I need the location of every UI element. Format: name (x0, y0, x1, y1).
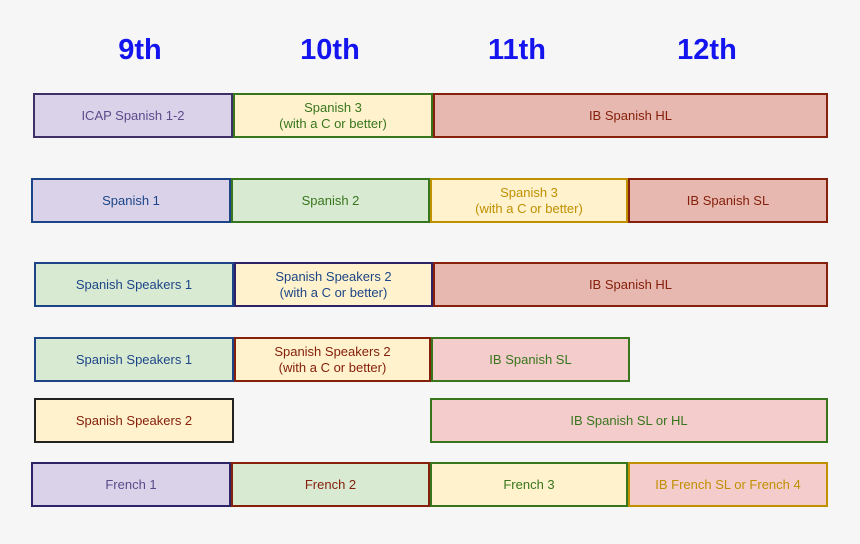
course-label: IB French SL or French 4 (655, 476, 801, 492)
course-box-spanish-3-row2: Spanish 3 (with a C or better) (430, 178, 628, 223)
course-label: Spanish 3 (500, 184, 558, 200)
course-box-icap-spanish-1-2: ICAP Spanish 1-2 (33, 93, 233, 138)
course-box-ib-spanish-sl-row2: IB Spanish SL (628, 178, 828, 223)
course-label: IB Spanish SL (686, 192, 770, 208)
course-label: IB Spanish HL (588, 276, 673, 292)
column-header-10th: 10th (300, 34, 360, 66)
course-label: Spanish Speakers 2 (275, 268, 392, 284)
column-header-11th: 11th (487, 34, 547, 66)
course-label: Spanish Speakers 1 (75, 351, 193, 367)
course-box-ib-french-sl-or-french-4: IB French SL or French 4 (628, 462, 828, 507)
course-box-spanish-speakers-2-row5: Spanish Speakers 2 (34, 398, 234, 443)
course-label: Spanish 1 (102, 192, 160, 208)
course-label: French 3 (503, 476, 555, 492)
course-label: Spanish Speakers 2 (274, 343, 391, 359)
course-box-ib-spanish-hl-row1: IB Spanish HL (433, 93, 828, 138)
course-label: Spanish Speakers 2 (75, 412, 193, 428)
course-label: ICAP Spanish 1-2 (81, 107, 185, 123)
course-box-spanish-speakers-2-row3: Spanish Speakers 2 (with a C or better) (234, 262, 433, 307)
course-box-french-3: French 3 (430, 462, 628, 507)
course-label: IB Spanish SL (489, 351, 572, 367)
course-sublabel: (with a C or better) (279, 284, 388, 300)
course-box-french-2: French 2 (231, 462, 430, 507)
course-box-spanish-1: Spanish 1 (31, 178, 231, 223)
course-box-ib-spanish-hl-row3: IB Spanish HL (433, 262, 828, 307)
course-label: Spanish 2 (301, 192, 360, 208)
course-sublabel: (with a C or better) (278, 359, 387, 375)
course-box-french-1: French 1 (31, 462, 231, 507)
column-header-9th: 9th (118, 34, 162, 66)
course-box-spanish-speakers-1-row4: Spanish Speakers 1 (34, 337, 234, 382)
course-sublabel: (with a C or better) (475, 200, 583, 216)
course-box-ib-spanish-sl-row4: IB Spanish SL (431, 337, 630, 382)
course-box-spanish-3-row1: Spanish 3 (with a C or better) (233, 93, 433, 138)
course-box-ib-spanish-sl-or-hl: IB Spanish SL or HL (430, 398, 828, 443)
course-label: IB Spanish HL (588, 107, 673, 123)
course-label: Spanish 3 (304, 99, 362, 115)
course-sublabel: (with a C or better) (279, 115, 387, 131)
course-box-spanish-speakers-2-row4: Spanish Speakers 2 (with a C or better) (234, 337, 431, 382)
course-label: IB Spanish SL or HL (570, 412, 688, 428)
course-label: French 2 (304, 476, 357, 492)
column-header-12th: 12th (677, 34, 737, 66)
course-label: French 1 (105, 476, 157, 492)
course-label: Spanish Speakers 1 (75, 276, 193, 292)
course-box-spanish-speakers-1-row3: Spanish Speakers 1 (34, 262, 234, 307)
course-box-spanish-2: Spanish 2 (231, 178, 430, 223)
